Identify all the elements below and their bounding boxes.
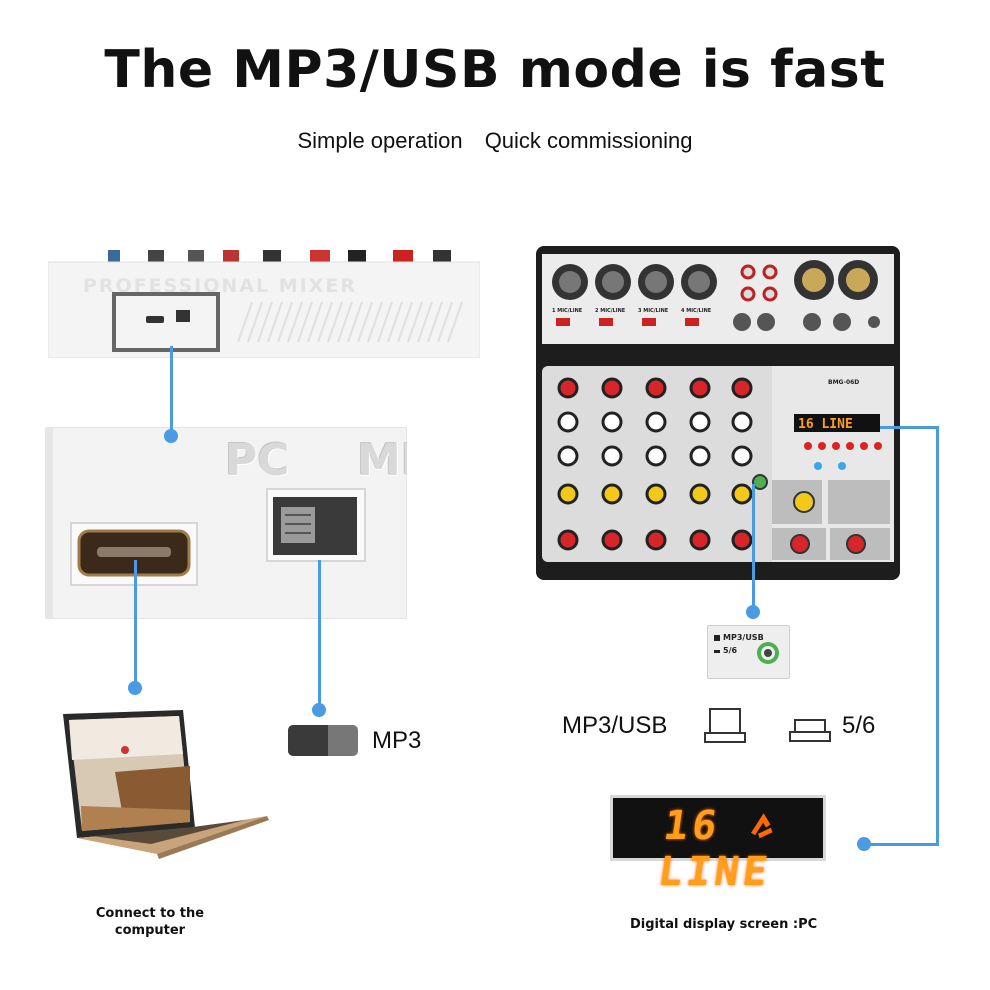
svg-text:4 MIC/LINE: 4 MIC/LINE xyxy=(681,308,712,314)
channel-knob xyxy=(689,529,711,551)
subtitle-simple-operation: Simple operation xyxy=(297,128,463,153)
mp3-usb-input-closeup: MP3/USB 5/6 xyxy=(707,625,790,679)
channel-knob xyxy=(557,411,579,433)
caption-digital-display: Digital display screen :PC xyxy=(630,917,818,932)
zoomed-ports xyxy=(45,427,366,619)
usb-port xyxy=(146,316,164,323)
mp3-usb-jack xyxy=(752,474,768,490)
five-six-label: 5/6 xyxy=(842,712,876,739)
button-raised-icon xyxy=(704,708,746,743)
channel-knob xyxy=(689,483,711,505)
laptop-illustration xyxy=(63,710,269,859)
svg-text:BMG-06D: BMG-06D xyxy=(828,379,859,386)
connector-line xyxy=(936,426,939,846)
connector-dot xyxy=(164,429,178,443)
channel-knob xyxy=(731,411,753,433)
connector-line xyxy=(318,560,321,710)
embossed-text: PROFESSIONAL MIXER xyxy=(83,275,357,297)
channel-knob xyxy=(601,529,623,551)
svg-text:16 LINE: 16 LINE xyxy=(798,417,853,432)
button-down-icon xyxy=(714,650,720,653)
connector-dot xyxy=(746,605,760,619)
phantom-switches xyxy=(556,318,699,326)
green-jack-icon xyxy=(757,642,779,664)
button-up-icon xyxy=(714,635,720,641)
channel-knob xyxy=(689,377,711,399)
program-knob xyxy=(793,491,815,513)
channel-knob xyxy=(645,483,667,505)
mp3-toggle-switch[interactable] xyxy=(288,725,358,756)
display-mode-text: LINE xyxy=(655,849,775,895)
display-channel-number: 16 xyxy=(660,803,724,849)
channel-knob xyxy=(731,377,753,399)
svg-text:PROFESSIONAL MIXER: PROFESSIONAL MIXER xyxy=(83,275,357,297)
channel-knobs xyxy=(557,377,753,551)
rca-and-jacks xyxy=(733,264,880,331)
channel-knob xyxy=(731,445,753,467)
display-spinner-icon xyxy=(751,813,773,839)
svg-text:1 MIC/LINE: 1 MIC/LINE xyxy=(552,308,583,314)
button-pressed-icon xyxy=(789,719,831,742)
channel-knob xyxy=(601,377,623,399)
channel-knob xyxy=(689,445,711,467)
connector-line xyxy=(866,843,939,846)
connector-dot xyxy=(857,837,871,851)
subtitle-quick-commissioning: Quick commissioning xyxy=(484,128,693,153)
channel-knob xyxy=(557,529,579,551)
mixer-small-display xyxy=(794,414,880,432)
rear-jacks xyxy=(108,250,451,262)
diagonal-ridges xyxy=(237,301,463,343)
highlight-frame xyxy=(112,292,220,352)
mp3-label: MP3 xyxy=(372,727,422,754)
channel-knob xyxy=(601,483,623,505)
connector-line xyxy=(880,426,938,429)
connector-dot xyxy=(128,681,142,695)
mixer-side-view: PROFESSIONAL MIXER xyxy=(48,250,480,358)
xlr-outputs xyxy=(794,260,878,300)
channel-knob xyxy=(557,445,579,467)
pc-label: PC xyxy=(225,435,290,486)
zoomed-ports-panel: PC MP xyxy=(45,427,407,619)
page-subtitle: Simple operation Quick commissioning xyxy=(0,128,990,154)
channel-knob xyxy=(601,411,623,433)
connector-dot xyxy=(312,703,326,717)
channel-knob xyxy=(731,483,753,505)
mode-buttons xyxy=(804,442,882,470)
xlr-inputs xyxy=(552,264,717,300)
caption-connect-computer: Connect to the computer xyxy=(95,906,205,938)
channel-knob xyxy=(645,377,667,399)
toggle-knob xyxy=(288,725,328,756)
page-title: The MP3/USB mode is fast xyxy=(104,40,886,100)
main-out-knob xyxy=(790,534,810,554)
usb-c-pin xyxy=(97,547,171,557)
connector-line xyxy=(134,560,137,686)
channel-knob xyxy=(731,529,753,551)
channel-knob xyxy=(645,529,667,551)
channel-knob xyxy=(689,411,711,433)
mp3usb-label: MP3/USB xyxy=(562,712,668,739)
svg-text:3 MIC/LINE: 3 MIC/LINE xyxy=(638,308,669,314)
channel-knob xyxy=(601,445,623,467)
channel-knob xyxy=(645,411,667,433)
mixer-top-view: 1 MIC/LINE 2 MIC/LINE 3 MIC/LINE 4 MIC/L… xyxy=(536,246,900,580)
channel-knob xyxy=(557,377,579,399)
mp3-switch-small xyxy=(176,310,190,322)
digital-display-screen: 16 LINE xyxy=(610,795,826,895)
connector-line xyxy=(752,484,755,616)
channel-knob xyxy=(645,445,667,467)
mp3-label-partial: MP xyxy=(357,435,407,486)
channel-knob xyxy=(557,483,579,505)
phones-knob xyxy=(846,534,866,554)
connector-line xyxy=(170,346,173,436)
svg-text:2 MIC/LINE: 2 MIC/LINE xyxy=(595,308,626,314)
